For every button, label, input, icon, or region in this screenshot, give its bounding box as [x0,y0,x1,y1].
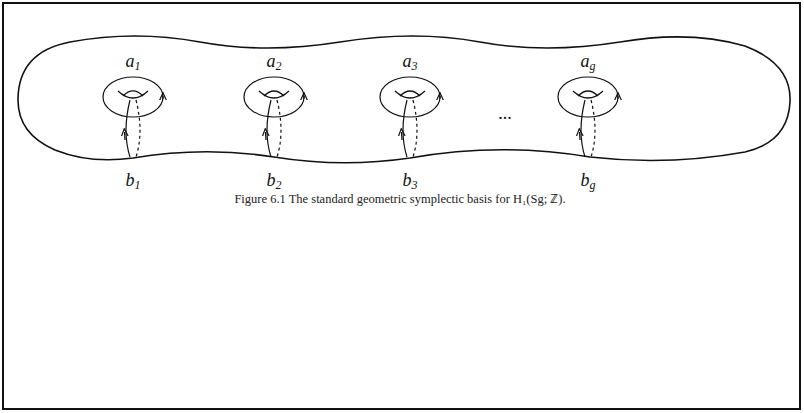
curve-label: bg [581,171,596,191]
a-curve [244,77,304,117]
b-curve-front [126,100,130,157]
b-arrow [401,132,403,140]
a-arrow [617,96,618,99]
figure-caption: Figure 6.1 The standard geometric symple… [234,192,565,207]
curve-label: b2 [267,171,282,191]
a-arrow [303,96,304,99]
b-curve-back [136,100,140,157]
b-arrow [265,132,267,140]
b-curve-back [413,100,417,157]
surface-outline [18,36,790,163]
curve-label: a3 [403,52,418,72]
b-curve-front [267,100,271,157]
hole-lower [573,91,603,98]
ellipsis: ... [498,104,512,122]
b-curve-back [591,100,595,157]
curve-label: a1 [126,52,141,72]
frame [3,3,800,409]
curve-label: a2 [267,52,282,72]
hole-upper [400,91,420,96]
hole-lower [395,91,425,98]
a-curve [558,77,618,117]
b-curve-front [581,100,585,157]
b-arrow [579,132,581,140]
hole-upper [578,91,598,96]
curve-label: ag [581,52,596,72]
a-curve [103,77,163,117]
b-curve-front [403,100,407,157]
hole-lower [259,91,289,98]
b-curve-back [277,100,281,157]
a-curve [380,77,440,117]
a-arrow [439,96,440,99]
b-arrow [124,132,126,140]
hole-upper [264,91,284,96]
curve-label: b1 [126,171,141,191]
curve-label: b3 [403,171,418,191]
a-arrow [162,96,163,99]
hole-upper [123,91,143,96]
hole-lower [118,91,148,98]
